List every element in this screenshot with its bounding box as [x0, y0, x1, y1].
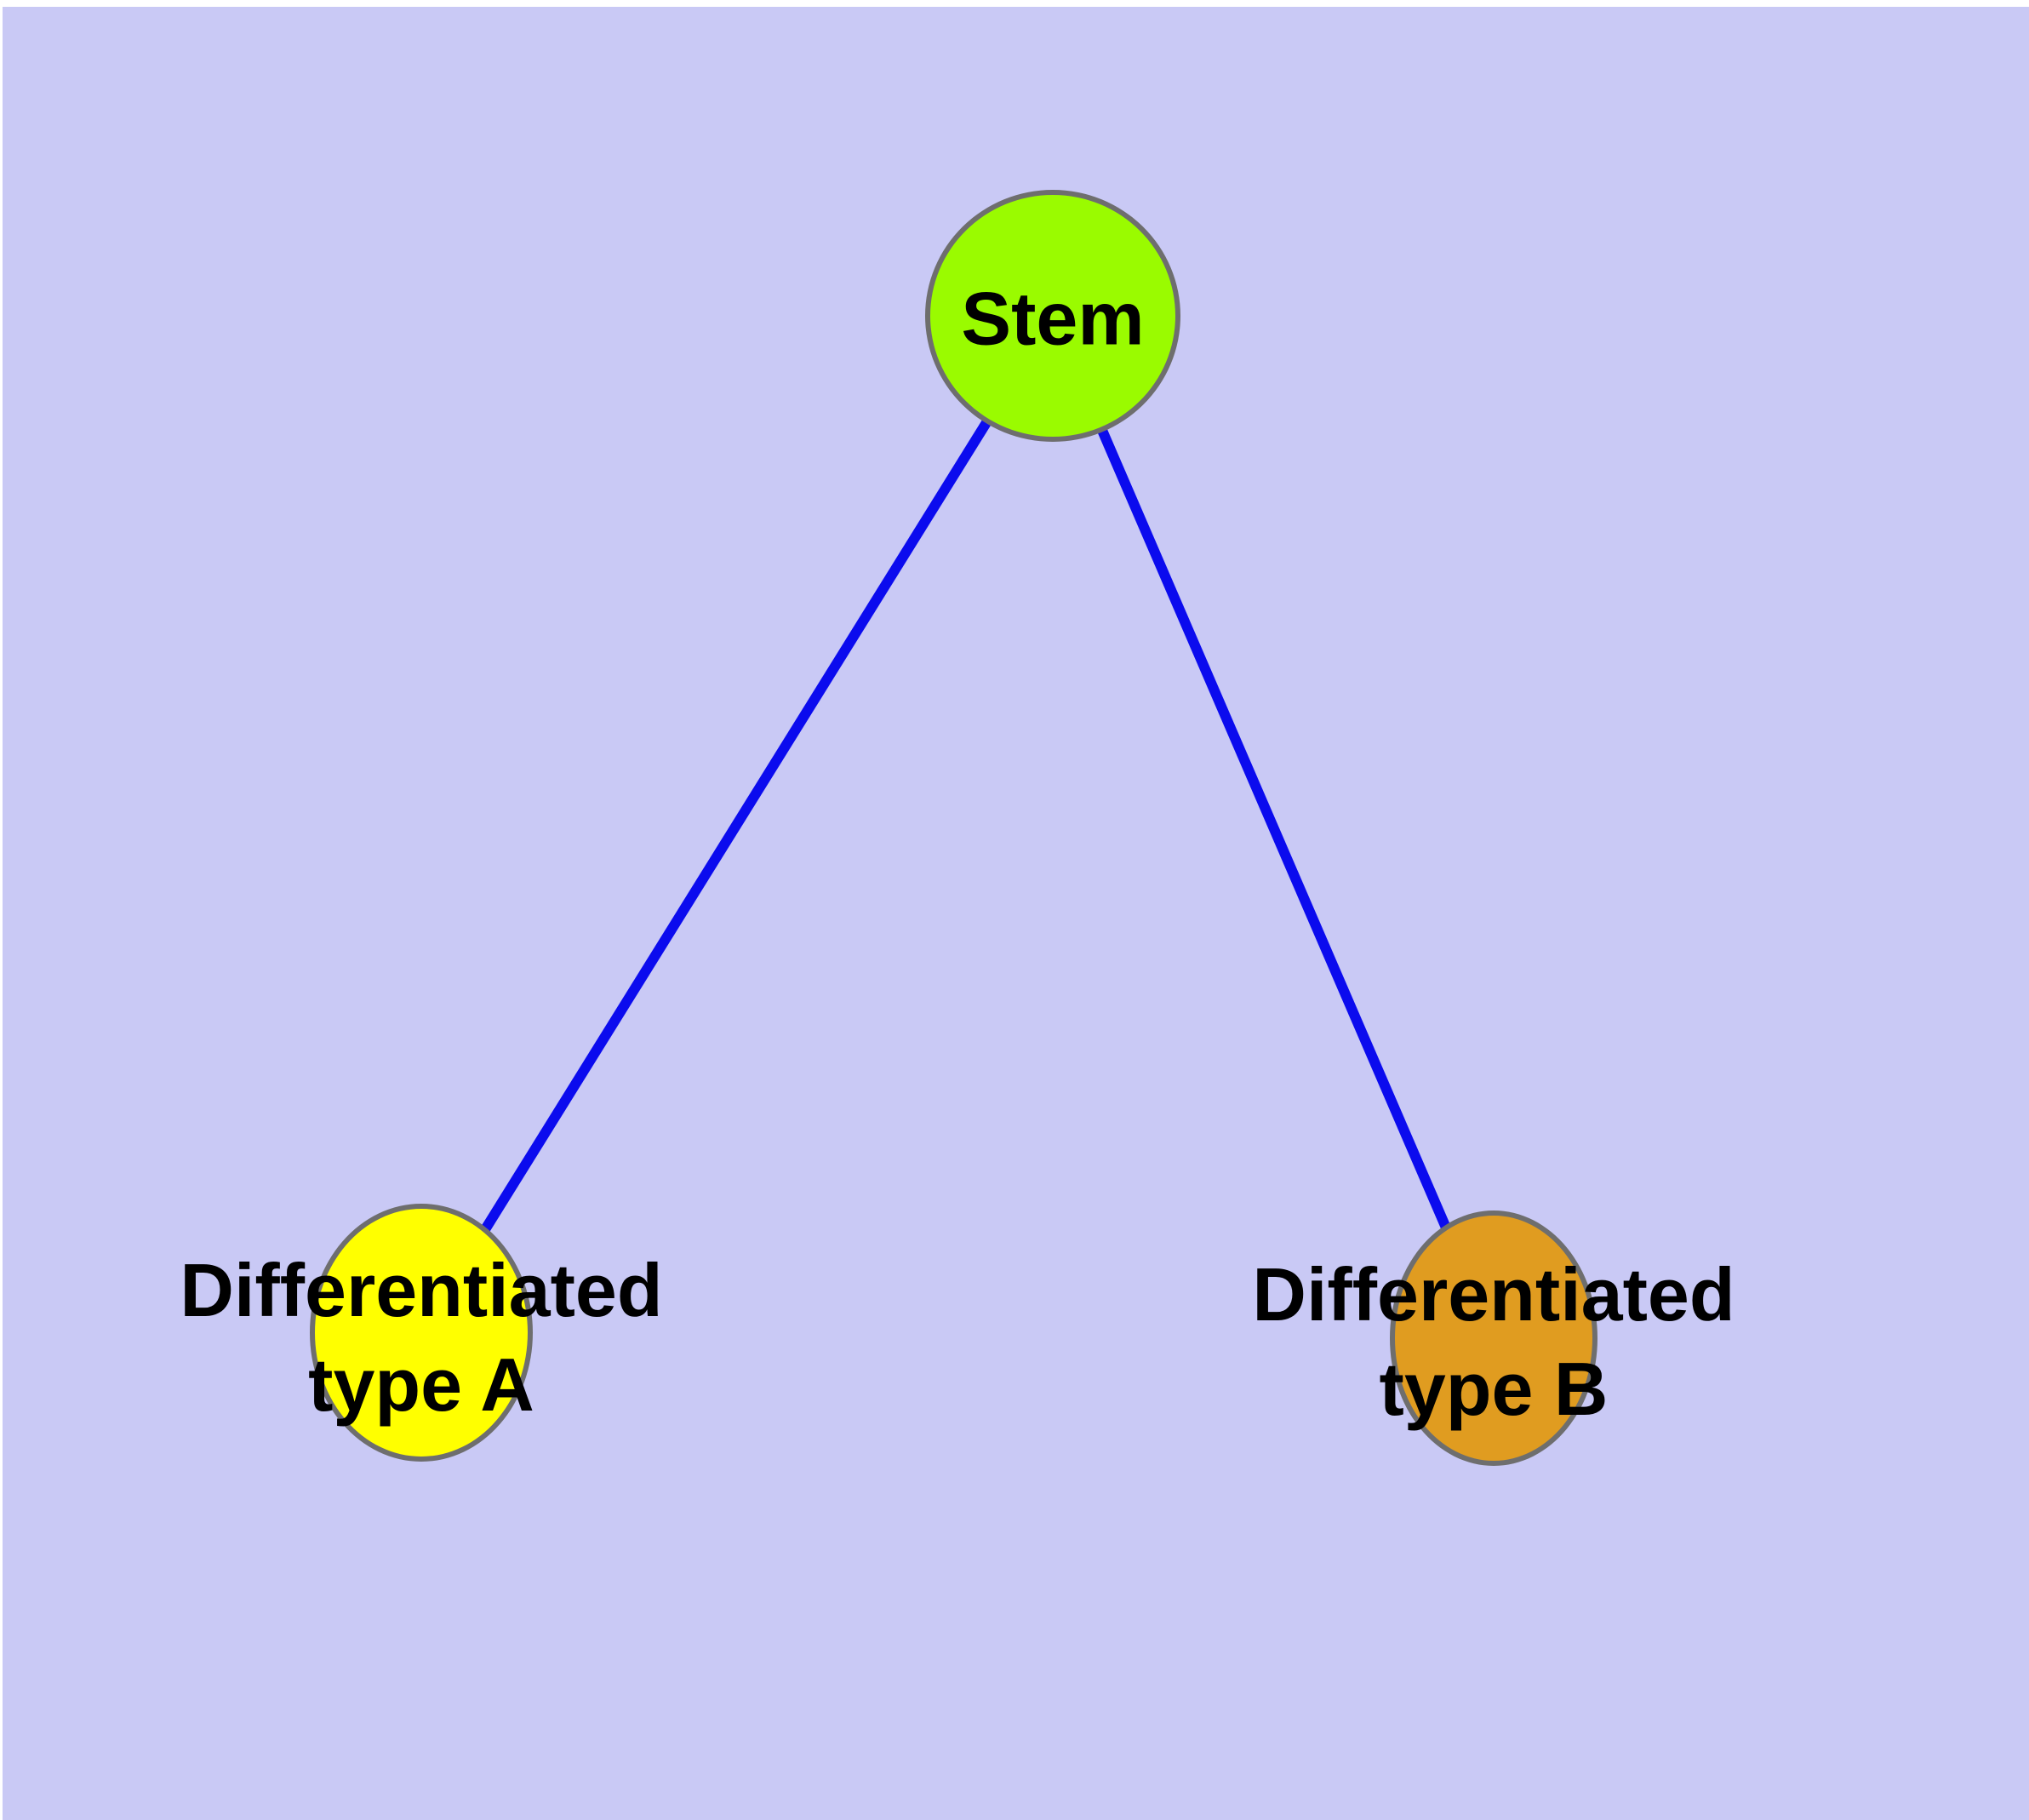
edge-stem-to-type-b	[1048, 313, 1499, 1341]
node-differentiated-type-b	[1390, 1210, 1597, 1466]
node-stem-label: Stem	[961, 272, 1144, 367]
node-stem-label-text: Stem	[961, 276, 1145, 361]
node-type-a-label-line2: type A	[308, 1342, 534, 1427]
edge-stem-to-type-a	[416, 312, 1058, 1336]
node-type-b-label-line2: type B	[1379, 1347, 1609, 1431]
node-differentiated-type-a	[310, 1204, 533, 1462]
node-type-b-label: Differentiated type B	[1252, 1248, 1735, 1437]
node-type-b-label-line1: Differentiated	[1252, 1252, 1735, 1337]
node-type-a-label: Differentiated type A	[180, 1244, 662, 1433]
node-type-a-label-line1: Differentiated	[180, 1248, 663, 1333]
node-stem	[925, 190, 1180, 442]
